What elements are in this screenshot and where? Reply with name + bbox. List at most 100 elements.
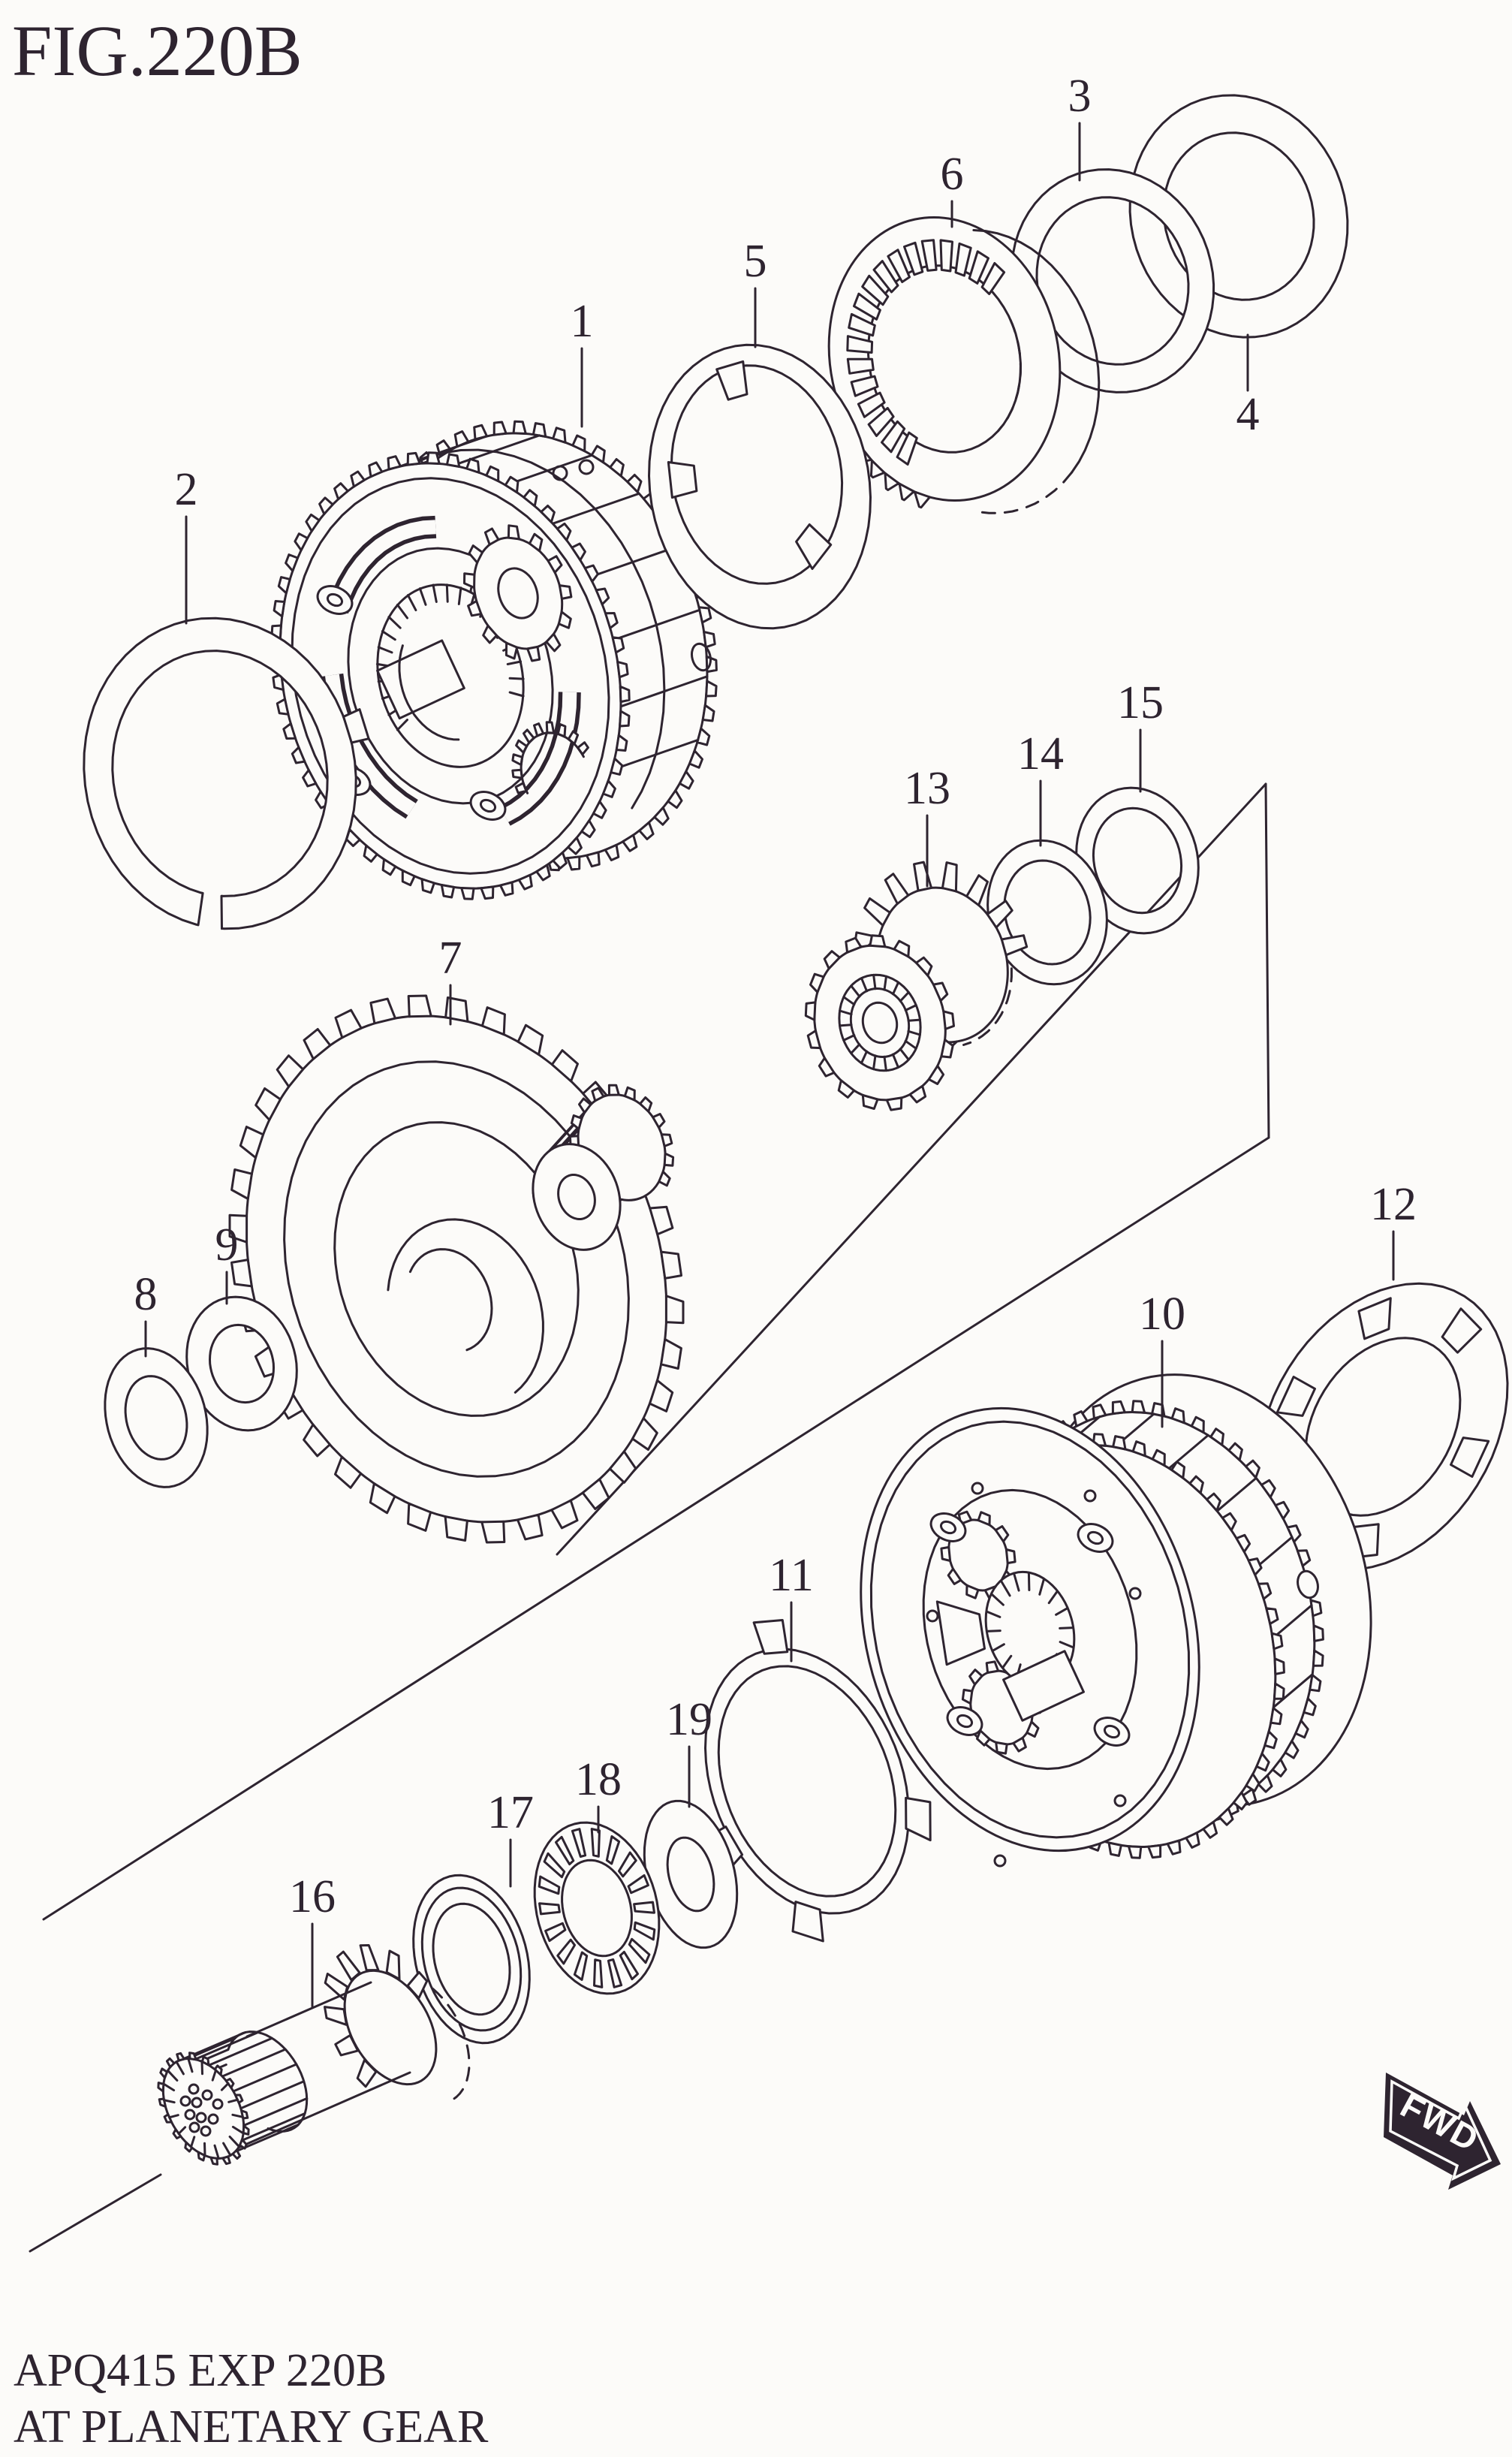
callout-label: 4 — [1236, 389, 1260, 440]
callout-18: 18 — [575, 1754, 622, 1834]
boundary-line-lower — [42, 1136, 1270, 1921]
sun-gear-splines — [839, 973, 921, 1072]
callout-8: 8 — [134, 1269, 158, 1358]
callout-13: 13 — [904, 763, 950, 888]
hub-bore — [557, 1174, 596, 1220]
carrier-boss — [929, 1512, 967, 1542]
shaft-top-edge — [245, 1981, 372, 2038]
callout-label: 17 — [487, 1787, 534, 1838]
plate-key-tab — [342, 708, 370, 744]
plate-gap-ends — [197, 892, 223, 930]
part-16-input-shaft — [157, 1944, 471, 2166]
race-flange — [420, 1886, 523, 2032]
carrier-face-rim — [869, 1420, 1191, 1839]
pinion-hidden-edge — [431, 1987, 471, 2103]
carrier-boss — [1077, 1523, 1114, 1553]
part-4-washer — [1128, 94, 1349, 339]
drum-band-hole — [691, 642, 712, 672]
boundary-line-right — [1264, 782, 1270, 1139]
sun-gear-center — [861, 1001, 899, 1045]
carrier-slot-2-inner — [501, 692, 577, 822]
callout-label: 16 — [289, 1871, 336, 1922]
race-depth-rim — [972, 229, 1101, 474]
footer-code: APQ415 EXP 220B — [14, 2345, 387, 2396]
fwd-arrow-inner-outline — [1389, 2079, 1492, 2181]
drum-face-rim — [291, 477, 610, 875]
drum-mark-1 — [552, 465, 568, 481]
ring-gear-center-arc-2 — [408, 1248, 493, 1352]
race-spline-teeth — [846, 239, 1006, 466]
callout-11: 11 — [769, 1550, 814, 1663]
carrier-boss-center — [479, 798, 497, 813]
ring-gear-inner-2 — [333, 1121, 580, 1417]
callout-7: 7 — [439, 933, 462, 1026]
callout-label: 1 — [571, 296, 594, 347]
snap-ring — [704, 1648, 910, 1915]
planet-pinion-teeth — [463, 524, 573, 662]
callout-1: 1 — [571, 296, 594, 428]
race-body — [827, 216, 1062, 502]
callout-17: 17 — [487, 1787, 534, 1888]
drum-mark-2 — [578, 459, 595, 475]
drum-band-hole — [1297, 1569, 1319, 1599]
callout-15: 15 — [1117, 677, 1164, 793]
planet-pinion-bore — [497, 567, 539, 620]
drum-barrel-seam — [410, 448, 666, 809]
part-10-planetary-drum — [860, 1373, 1372, 1868]
bore-block — [376, 639, 465, 720]
fwd-direction-arrow: FWD — [1384, 2073, 1501, 2190]
callout-label: 15 — [1117, 677, 1164, 728]
carrier-boss — [469, 791, 507, 821]
hub-front — [532, 1143, 622, 1251]
plate-gap — [197, 890, 222, 932]
spline-dot — [200, 2125, 212, 2137]
part-11-snap-ring — [704, 1619, 932, 1943]
rivet — [993, 1854, 1007, 1868]
part-1-planetary-carrier-drum — [270, 420, 718, 900]
part-6-clutch-race — [827, 216, 1101, 514]
ring-gear-inner-1 — [283, 1060, 630, 1478]
race-depth-hidden — [976, 471, 1074, 514]
carrier-boss-center — [939, 1520, 957, 1535]
spline-dot — [179, 2095, 191, 2107]
part-17-bearing-race — [412, 1874, 531, 2045]
spline-dot — [191, 2097, 203, 2109]
sun-gear-bore — [849, 987, 911, 1059]
callout-10: 10 — [1139, 1289, 1185, 1428]
drum-front-teeth — [270, 451, 631, 900]
callout-12: 12 — [1370, 1179, 1417, 1281]
callout-label: 18 — [575, 1754, 622, 1805]
rivet — [1128, 1587, 1142, 1600]
callout-label: 8 — [134, 1269, 158, 1320]
rivet — [926, 1609, 939, 1623]
washer-ring — [104, 1347, 209, 1488]
race-ring — [412, 1874, 531, 2045]
washer-ring — [1128, 94, 1349, 339]
shaft-end-teeth — [157, 2052, 250, 2166]
carrier-boss-center — [1086, 1530, 1104, 1545]
callout-label: 19 — [666, 1694, 712, 1745]
footer-name: AT PLANETARY GEAR — [14, 2401, 489, 2452]
bore-arc — [398, 644, 460, 741]
callout-label: 7 — [439, 933, 462, 984]
sun-gear-hub-rim — [838, 973, 922, 1072]
plate-slots — [1267, 1297, 1490, 1560]
pinion-bevel-teeth — [324, 1944, 429, 2088]
callout-label: 2 — [175, 464, 198, 515]
shaft-end-cap — [161, 2058, 245, 2160]
figure-title: FIG.220B — [12, 11, 303, 91]
boundary-line-corner — [29, 2173, 162, 2253]
callout-label: 13 — [904, 763, 950, 814]
callout-5: 5 — [744, 236, 767, 348]
plate-tabs — [667, 360, 833, 570]
shaft-end-splines — [162, 2058, 245, 2160]
callout-2: 2 — [175, 464, 198, 625]
carrier-slot-1-inner — [330, 520, 436, 613]
callout-label: 11 — [769, 1550, 814, 1601]
rivet — [1083, 1489, 1097, 1503]
shaft-bottom-edge — [221, 2071, 411, 2156]
carrier-boss — [946, 1706, 983, 1736]
part-8-washer — [104, 1347, 209, 1488]
callout-9: 9 — [215, 1219, 239, 1305]
